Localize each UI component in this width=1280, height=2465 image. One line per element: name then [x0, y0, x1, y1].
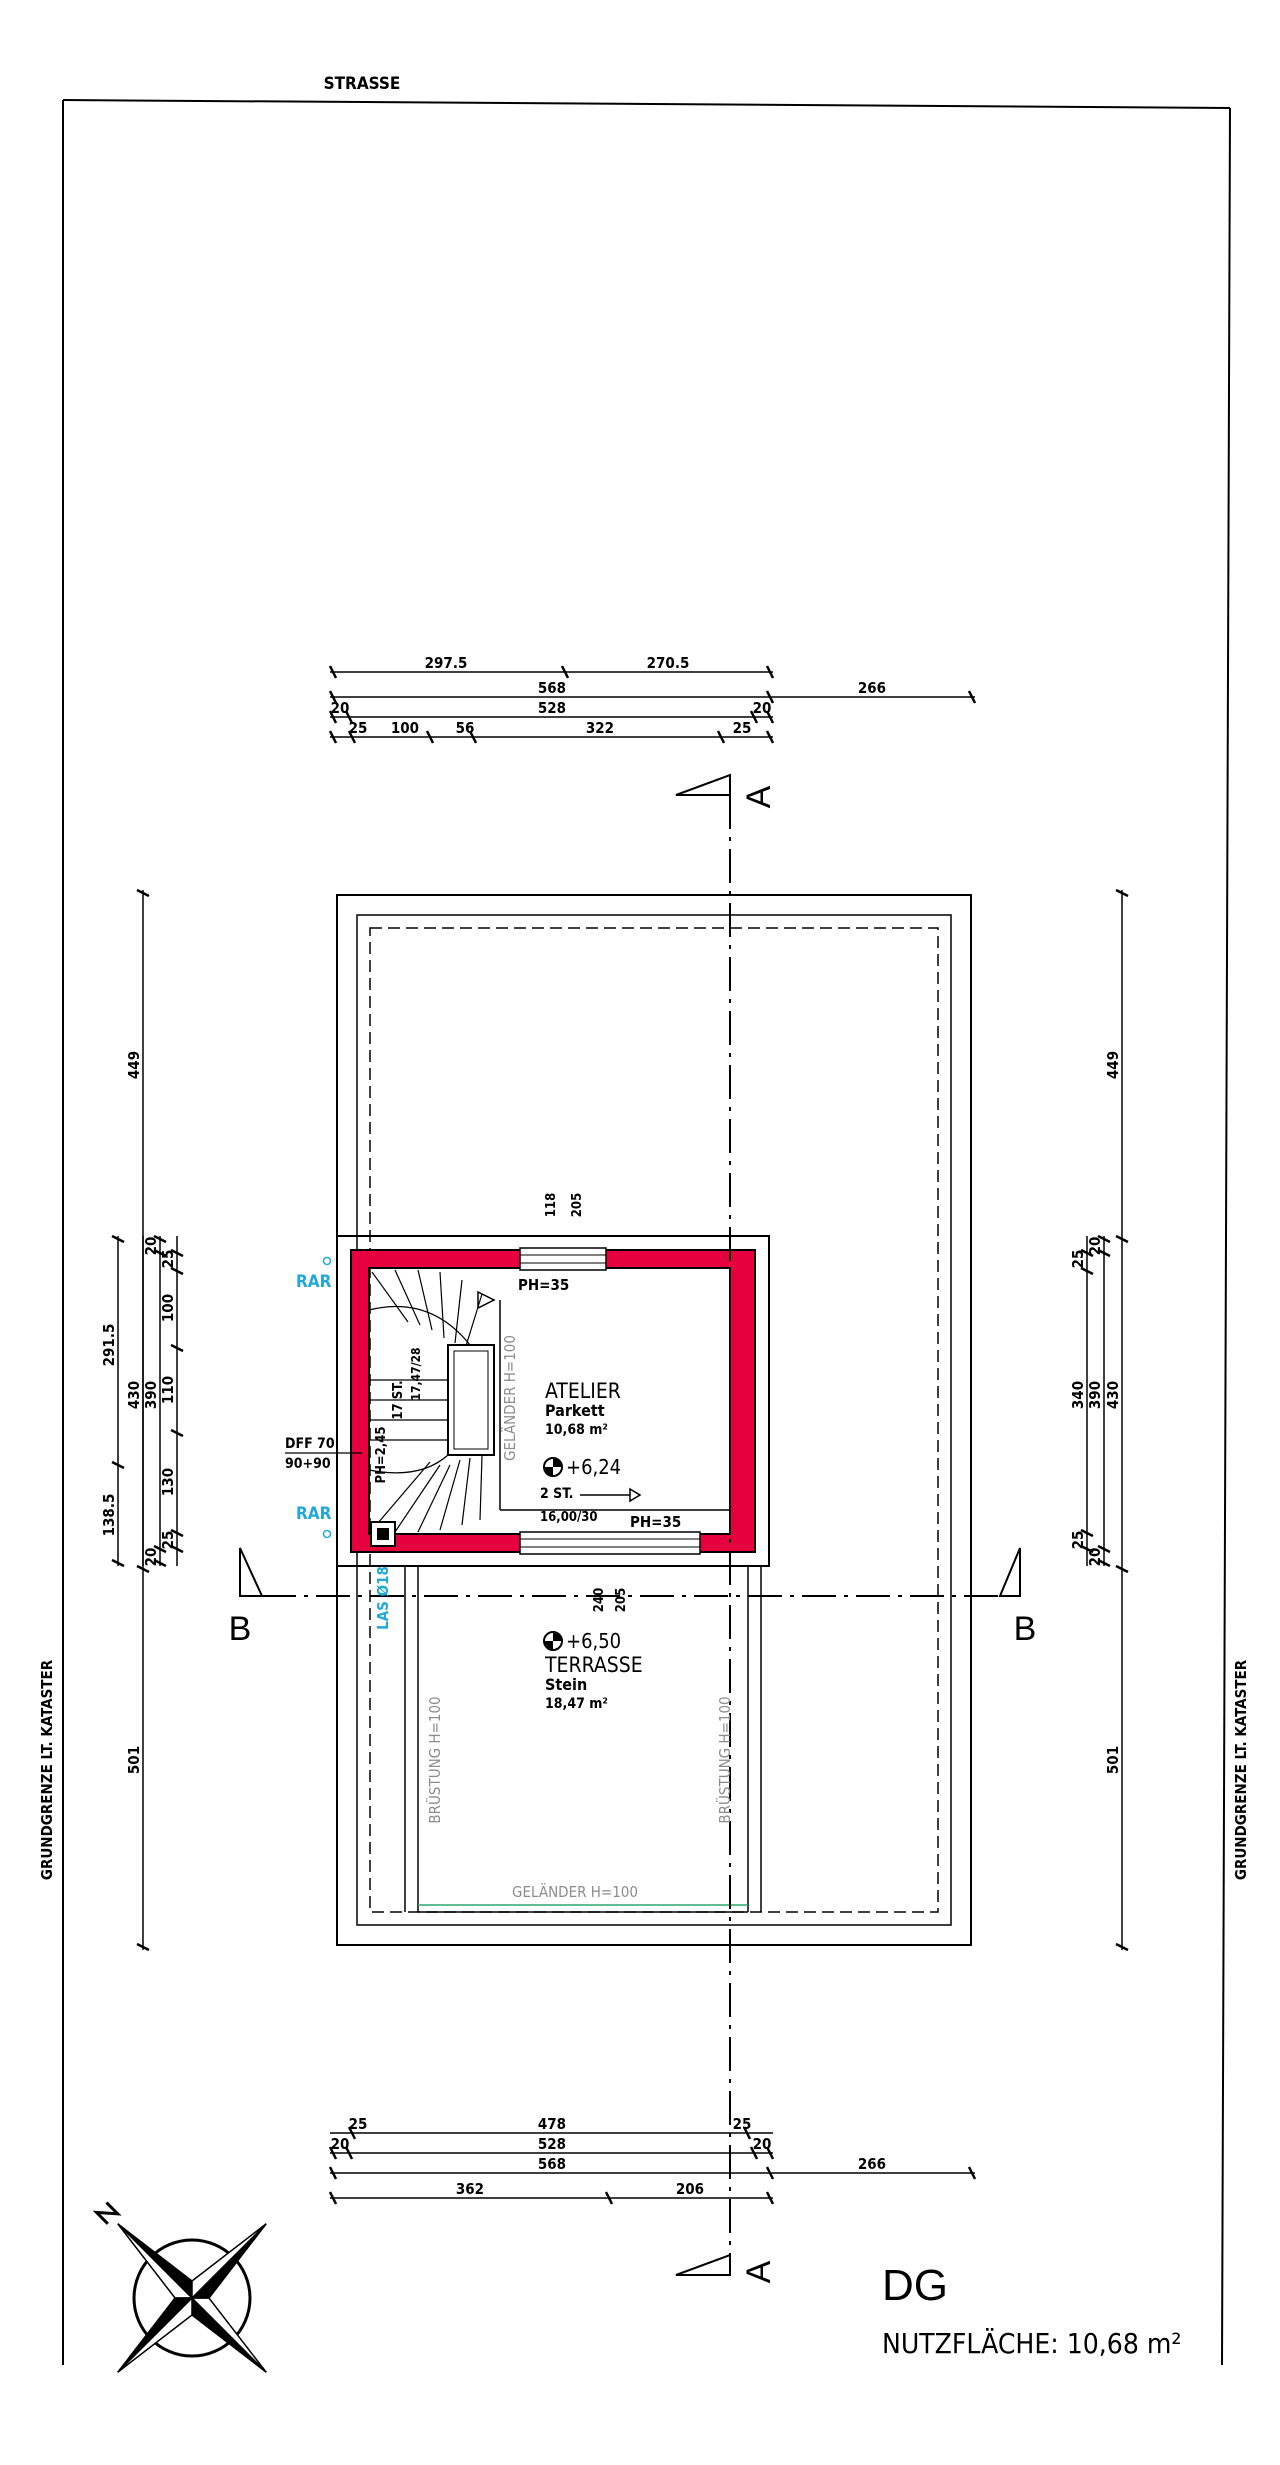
dim-right-c1-0: 430	[1104, 1381, 1122, 1409]
dim-left-c3-4: 25	[159, 1531, 177, 1550]
atelier-floor: Parkett	[545, 1401, 605, 1420]
dim-left-c3-3: 130	[159, 1468, 177, 1496]
railing-terrace: GELÄNDER H=100	[512, 1882, 638, 1901]
dim-left-c3-0: 25	[159, 1250, 177, 1269]
window-bottom-dim-1: 240	[592, 1588, 607, 1612]
atelier-level: +6,24	[566, 1455, 621, 1479]
dim-left-overall-0: 449	[125, 1051, 143, 1079]
dim-left-c1-0: 430	[125, 1381, 143, 1409]
terrace-area: 18,47 m²	[545, 1696, 608, 1712]
dim-top-r4-1: 100	[391, 719, 419, 737]
usable-area: NUTZFLÄCHE: 10,68 m²	[882, 2327, 1181, 2360]
dim-top-r2-0: 568	[538, 679, 566, 697]
street-label: STRASSE	[324, 74, 401, 94]
staircase	[368, 1269, 496, 1547]
terrace-floor: Stein	[545, 1675, 587, 1694]
terrace-level: +6,50	[566, 1629, 621, 1653]
dim-right-c2-2: 20	[1086, 1548, 1104, 1567]
section-b-label-left: B	[229, 1610, 252, 1648]
dim-bottom-r2-0: 20	[331, 2135, 350, 2153]
terrace-area	[404, 1566, 762, 1913]
section-a-label-bottom: A	[740, 2260, 778, 2283]
dim-bottom-r2-1: 528	[538, 2135, 566, 2153]
section-line-a	[675, 773, 731, 2276]
window-top-dim-1: 118	[544, 1193, 559, 1217]
dim-top-r4-2: 56	[456, 719, 475, 737]
level-marker-icon	[543, 1631, 563, 1651]
dim-top-r1-0: 297.5	[425, 654, 468, 672]
dim-bottom-r4-0: 362	[456, 2180, 484, 2198]
dim-top-r4-4: 25	[733, 719, 752, 737]
dim-top-r3-1: 528	[538, 699, 566, 717]
dim-top-r2-1: 266	[858, 679, 886, 697]
rar-bottom: RAR	[296, 1504, 332, 1524]
dim-bottom-r2-2: 20	[753, 2135, 772, 2153]
dim-right-overall-1: 501	[1104, 1746, 1122, 1774]
dim-bottom-r3-1: 266	[858, 2155, 886, 2173]
stairs-vertical: 17 ST.	[391, 1380, 406, 1419]
ph-stairs: PH=2,45	[374, 1426, 389, 1483]
section-b-label-right: B	[1014, 1610, 1037, 1648]
dimensions-right: 449 501 430 20 390 20 25 340 25	[1069, 888, 1129, 1952]
dim-bottom-r3-0: 568	[538, 2155, 566, 2173]
las-label: LAS Ø18	[374, 1566, 392, 1630]
dim-left-c2-1: 390	[142, 1381, 160, 1409]
window-top-dim-2: 205	[570, 1193, 585, 1217]
dim-left-overall-1: 501	[125, 1746, 143, 1774]
dim-left-c3-1: 100	[159, 1294, 177, 1322]
stairs-spec: 16,00/30	[540, 1510, 598, 1525]
dim-left-mid-0: 291.5	[100, 1324, 118, 1367]
atelier-area: 10,68 m²	[545, 1422, 608, 1438]
dff-line-1: DFF 70	[285, 1436, 335, 1452]
dim-left-c3-2: 110	[159, 1376, 177, 1404]
dim-top-r3-2: 20	[753, 699, 772, 717]
parapet-right: BRÜSTUNG H=100	[715, 1696, 734, 1823]
dim-top-r4-0: 25	[349, 719, 368, 737]
dim-right-c2-0: 20	[1086, 1237, 1104, 1256]
dim-top-r4-3: 322	[586, 719, 614, 737]
ph-bottom: PH=35	[630, 1513, 681, 1531]
dim-right-c2-1: 390	[1086, 1381, 1104, 1409]
boundary-label-right: GRUNDGRENZE LT. KATASTER	[1232, 1659, 1250, 1880]
rar-top: RAR	[296, 1272, 332, 1292]
section-line-b	[239, 1547, 1021, 1597]
dim-right-overall-0: 449	[1104, 1051, 1122, 1079]
section-a-label-top: A	[740, 785, 778, 808]
dim-right-c3-2: 25	[1069, 1531, 1087, 1550]
parapet-left: BRÜSTUNG H=100	[425, 1696, 444, 1823]
dimensions-top: 297.5 270.5 568 266 20 528 20 25 100 56 …	[328, 654, 977, 744]
dim-top-r1-1: 270.5	[647, 654, 690, 672]
window-bottom-dim-2: 205	[614, 1588, 629, 1612]
floor-code: DG	[882, 2261, 948, 2310]
dim-bottom-r4-1: 206	[676, 2180, 704, 2198]
north-arrow-icon	[92, 2201, 267, 2373]
stairs-note: 2 ST.	[540, 1486, 573, 1502]
dim-bottom-r1-1: 478	[538, 2115, 566, 2133]
boundary-label-left: GRUNDGRENZE LT. KATASTER	[38, 1659, 56, 1880]
atelier-name: ATELIER	[545, 1379, 621, 1403]
level-marker-icon	[543, 1457, 563, 1477]
dff-line-2: 90+90	[285, 1456, 331, 1472]
dim-left-c2-2: 20	[142, 1548, 160, 1567]
dim-bottom-r1-0: 25	[349, 2115, 368, 2133]
dimensions-left: 449 501 291.5 138.5 430 20 390 20 25 100…	[100, 888, 184, 1952]
atelier-room	[336, 1235, 770, 1567]
dim-left-c2-0: 20	[142, 1237, 160, 1256]
railing-inner: GELÄNDER H=100	[500, 1335, 519, 1461]
dim-left-mid-1: 138.5	[100, 1494, 118, 1537]
ph-top: PH=35	[518, 1276, 569, 1294]
stairs-vertical-spec: 17,47/28	[409, 1347, 423, 1400]
property-boundary	[62, 99, 1231, 2366]
dim-right-c3-0: 25	[1069, 1250, 1087, 1269]
dim-bottom-r1-2: 25	[733, 2115, 752, 2133]
dim-top-r3-0: 20	[331, 699, 350, 717]
terrace-name: TERRASSE	[544, 1653, 643, 1677]
dim-right-c3-1: 340	[1069, 1381, 1087, 1409]
dimensions-bottom: 25 478 25 20 528 20 568 266 362 206	[328, 2115, 977, 2205]
